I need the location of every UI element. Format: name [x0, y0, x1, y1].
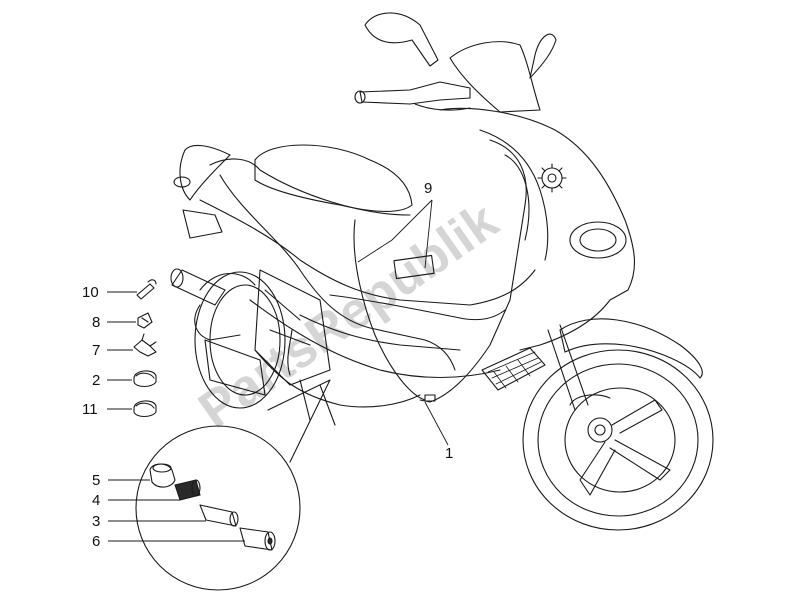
leader-lines [107, 199, 449, 542]
cable-9-branch [219, 174, 456, 371]
tail-light [182, 209, 223, 239]
callout-4: 4 [92, 492, 100, 509]
band-clamp-part [133, 370, 157, 388]
stand [299, 379, 336, 426]
cable-9 [504, 154, 530, 241]
front-fork [547, 324, 589, 411]
exhaust [170, 268, 266, 396]
grip-cap-part [149, 463, 176, 488]
detail-circle [135, 425, 301, 591]
cable-lower-run [299, 314, 461, 351]
callout-2: 2 [92, 372, 100, 389]
tail-section [179, 144, 231, 201]
cable-tie-part [136, 279, 157, 300]
band-clip-part [133, 400, 157, 418]
cable-clip [424, 394, 436, 402]
clip-part [137, 312, 153, 329]
handlebar [359, 81, 471, 105]
front-grille [481, 347, 546, 391]
grip-detail [135, 379, 331, 591]
callout-8: 8 [92, 314, 100, 331]
front-body-inner [479, 129, 549, 261]
callout-9: 9 [424, 180, 432, 197]
front-wheel [522, 349, 714, 531]
seat-edge [209, 158, 411, 216]
headlight [569, 221, 627, 259]
front-fender [559, 318, 703, 379]
left-mirror [364, 12, 439, 67]
scooter-outline [170, 12, 714, 531]
lower-body [249, 299, 501, 379]
watermark: PartsRepublik [189, 192, 509, 440]
seat [254, 144, 413, 212]
callout-5: 5 [92, 472, 100, 489]
grip-tube-part [199, 504, 239, 527]
rear-indicator [173, 176, 191, 188]
cable-rear [287, 329, 293, 376]
end-weight-part [239, 527, 276, 551]
bushing-part [174, 479, 201, 501]
side-panel [199, 199, 536, 306]
callout-11: 11 [82, 401, 98, 418]
floorboard [329, 294, 506, 321]
cable-1 [419, 139, 527, 403]
callout-labels: 10 8 7 2 11 5 4 3 6 1 9 [82, 180, 453, 550]
right-mirror [529, 33, 557, 79]
under-skirt [254, 349, 421, 408]
grip-end [354, 90, 366, 104]
callout-10: 10 [82, 284, 99, 301]
cable-9-lower [353, 219, 426, 401]
callout-3: 3 [92, 513, 100, 530]
floor-cover [393, 254, 435, 280]
cable-harness [219, 139, 530, 403]
swing-arm [264, 289, 311, 346]
small-parts [133, 279, 157, 418]
gear-icon [537, 163, 567, 193]
callout-6: 6 [92, 533, 100, 550]
callout-7: 7 [92, 342, 100, 359]
callout-1: 1 [445, 445, 453, 462]
windscreen [449, 41, 541, 113]
engine-block [254, 269, 331, 386]
headlight-lens [579, 228, 617, 252]
cable-clamp-part [133, 333, 157, 357]
detail-pointer [267, 379, 331, 463]
